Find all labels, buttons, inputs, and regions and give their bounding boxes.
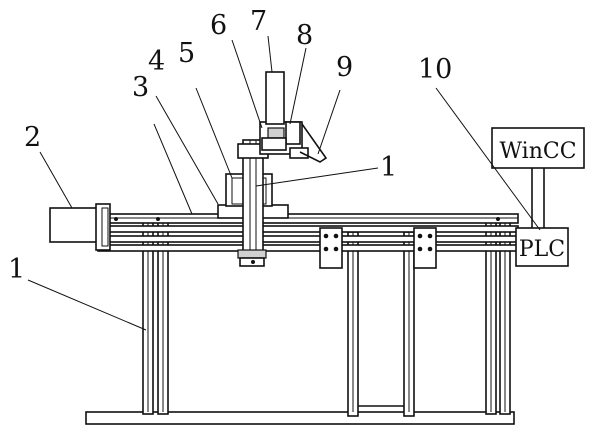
label-8: 8 — [296, 20, 313, 51]
label-2: 2 — [24, 122, 41, 153]
wincc-label: WinCC — [499, 139, 576, 164]
rail-clamp-left — [319, 227, 343, 269]
plc-connection — [531, 168, 545, 228]
center-bracket — [347, 231, 415, 417]
label-9: 9 — [336, 52, 353, 83]
label-1-upper: 1 — [380, 152, 397, 183]
label-10: 10 — [418, 54, 452, 85]
label-7: 7 — [250, 6, 267, 37]
label-4: 4 — [148, 46, 165, 77]
label-1-lower: 1 — [8, 254, 25, 285]
gripper-head — [237, 71, 328, 163]
label-3: 3 — [132, 72, 149, 103]
wincc-box: WinCC — [491, 127, 585, 169]
rail-clamp-right — [413, 227, 437, 269]
label-6: 6 — [210, 10, 227, 41]
callout-labels: 2 1 3 4 5 6 7 8 9 1 10 — [8, 6, 452, 285]
vertical-column — [237, 139, 267, 267]
leader-lines — [27, 35, 541, 331]
rail-beam — [97, 213, 519, 252]
plc-label: PLC — [519, 237, 565, 262]
label-5: 5 — [178, 38, 195, 69]
motor — [49, 203, 111, 251]
plc-box: PLC — [515, 227, 569, 267]
